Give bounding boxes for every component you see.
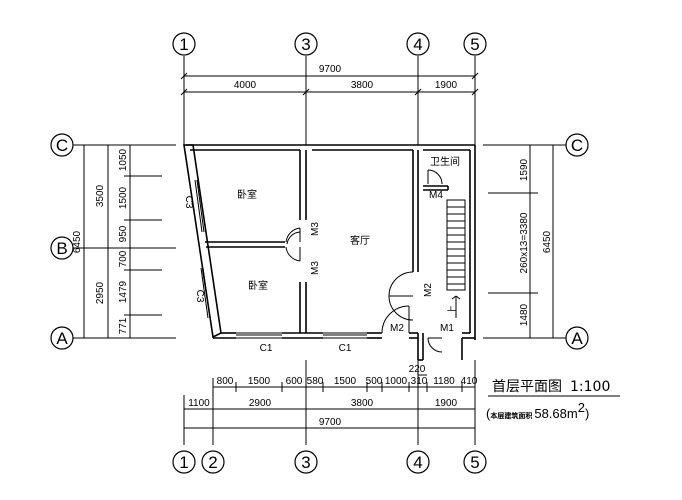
- dim-top-seg-3: 1900: [435, 80, 458, 91]
- grid-label-right-c: C: [571, 136, 583, 155]
- room-bedroom-upper: 卧室: [237, 188, 257, 201]
- dim-left-outer-2: 2950: [95, 281, 106, 304]
- dim-top-seg-2: 3800: [351, 80, 374, 91]
- dim-bottom-extra: 220: [409, 364, 426, 375]
- dim-bottom-detail-10: 410: [461, 376, 478, 387]
- room-bedroom-lower: 卧室: [248, 279, 268, 292]
- dim-bottom-detail-5: 1500: [334, 376, 357, 387]
- dim-bottom-detail-6: 500: [366, 376, 383, 387]
- label-stair-up: 上: [447, 305, 459, 315]
- label-door-m1: M1: [440, 323, 454, 334]
- drawing-scale: 1:100: [570, 379, 610, 395]
- dim-bottom-detail-2: 1500: [248, 376, 271, 387]
- grid-label-top-5: 5: [470, 35, 479, 54]
- grid-label-bottom-2: 2: [208, 453, 217, 472]
- grid-bubble-bottom-4: [406, 450, 430, 474]
- grid-label-top-1: 1: [179, 35, 188, 54]
- dim-left-outer-1: 3500: [95, 184, 106, 207]
- label-door-m4: M4: [429, 190, 443, 201]
- grid-bubble-top-1: [172, 32, 196, 56]
- label-door-m3-upper: M3: [310, 222, 321, 236]
- grid-bubble-bottom-5: [463, 450, 487, 474]
- grid-label-bottom-5: 5: [470, 453, 479, 472]
- grid-bubbles: [50, 32, 589, 474]
- dim-bottom-seg-2: 2900: [249, 398, 272, 409]
- label-window-c3-lower: C3: [194, 290, 205, 303]
- dim-top-seg-1: 4000: [234, 80, 257, 91]
- grid-label-top-3: 3: [301, 35, 310, 54]
- grid-bubble-left-c: [50, 133, 74, 157]
- left-dimension-lines: [76, 144, 176, 339]
- grid-bubble-bottom-2: [201, 450, 225, 474]
- grid-bubble-bottom-3: [294, 450, 318, 474]
- dim-bottom-seg-3: 3800: [351, 398, 374, 409]
- grid-label-right-a: A: [571, 329, 583, 348]
- dim-bottom-detail-9: 1180: [433, 376, 455, 387]
- grid-label-left-b: B: [56, 239, 67, 258]
- grid-bubble-right-a: [565, 326, 589, 350]
- grid-label-bottom-1: 1: [179, 453, 188, 472]
- drawing-title-name: 首层平面图: [492, 379, 562, 395]
- room-bathroom: 卫生间: [430, 155, 460, 168]
- grid-bubble-left-b: [50, 236, 74, 260]
- dim-right-total: 6450: [542, 230, 553, 253]
- dim-left-inner-4: 700: [118, 250, 129, 267]
- dim-bottom-detail-8: 310: [411, 376, 428, 387]
- label-window-c1-right: C1: [339, 343, 352, 354]
- dim-left-inner-2: 1500: [118, 186, 129, 209]
- doors: [285, 169, 443, 353]
- grid-label-bottom-3: 3: [301, 453, 310, 472]
- area-prefix: 本层建筑面积: [489, 411, 532, 420]
- label-window-c1-left: C1: [260, 343, 273, 354]
- grid-label-left-c: C: [56, 136, 68, 155]
- dim-right-inner-1: 1590: [519, 158, 530, 181]
- dim-bottom-detail-3: 600: [286, 376, 303, 387]
- dim-left-inner-1: 1050: [118, 148, 129, 171]
- axis-guide-lines: [73, 144, 566, 339]
- top-dimension-lines: [180, 56, 479, 145]
- dim-right-inner-3: 1480: [519, 303, 530, 326]
- area-open-paren: (: [486, 406, 491, 421]
- label-door-m3-lower: M3: [310, 261, 321, 275]
- right-dimension-lines: [483, 144, 562, 339]
- label-door-m2-entry: M2: [390, 323, 404, 334]
- area-close-paren: ): [585, 406, 589, 421]
- dim-bottom-detail-4: 580: [307, 376, 324, 387]
- label-window-c3-upper: C3: [183, 196, 194, 209]
- grid-bubble-top-4: [406, 32, 430, 56]
- area-superscript: 2: [578, 400, 585, 415]
- dim-bottom-detail-7: 1000: [385, 376, 408, 387]
- grid-bubble-top-5: [463, 32, 487, 56]
- grid-label-bottom-4: 4: [413, 453, 422, 472]
- room-living-room: 客厅: [350, 234, 370, 247]
- dim-left-inner-3: 950: [118, 225, 129, 242]
- dim-left-inner-6: 771: [118, 317, 129, 334]
- grid-bubble-left-a: [50, 326, 74, 350]
- dim-left-total: 6450: [72, 230, 83, 253]
- grid-label-top-4: 4: [413, 35, 422, 54]
- dim-bottom-seg-4: 1900: [435, 398, 458, 409]
- grid-bubble-bottom-1: [172, 450, 196, 474]
- dim-bottom-detail-1: 800: [217, 376, 234, 387]
- area-value: 58.68m: [534, 406, 577, 421]
- dim-right-inner-2: 260x13=3380: [519, 212, 530, 273]
- grid-bubble-top-3: [294, 32, 318, 56]
- grid-label-left-a: A: [56, 329, 68, 348]
- walls: [183, 144, 476, 361]
- bottom-dimension-lines: [183, 360, 476, 445]
- dim-left-inner-5: 1479: [118, 280, 129, 303]
- dim-top-total: 9700: [319, 64, 342, 75]
- label-door-m2-stair: M2: [423, 283, 434, 297]
- staircase: [446, 199, 466, 318]
- dim-bottom-seg-1: 1100: [188, 398, 210, 409]
- windows: [194, 179, 367, 339]
- dim-bottom-total: 9700: [319, 417, 342, 428]
- grid-bubble-right-c: [565, 133, 589, 157]
- drawing-title: 首层平面图 1:100: [492, 379, 610, 395]
